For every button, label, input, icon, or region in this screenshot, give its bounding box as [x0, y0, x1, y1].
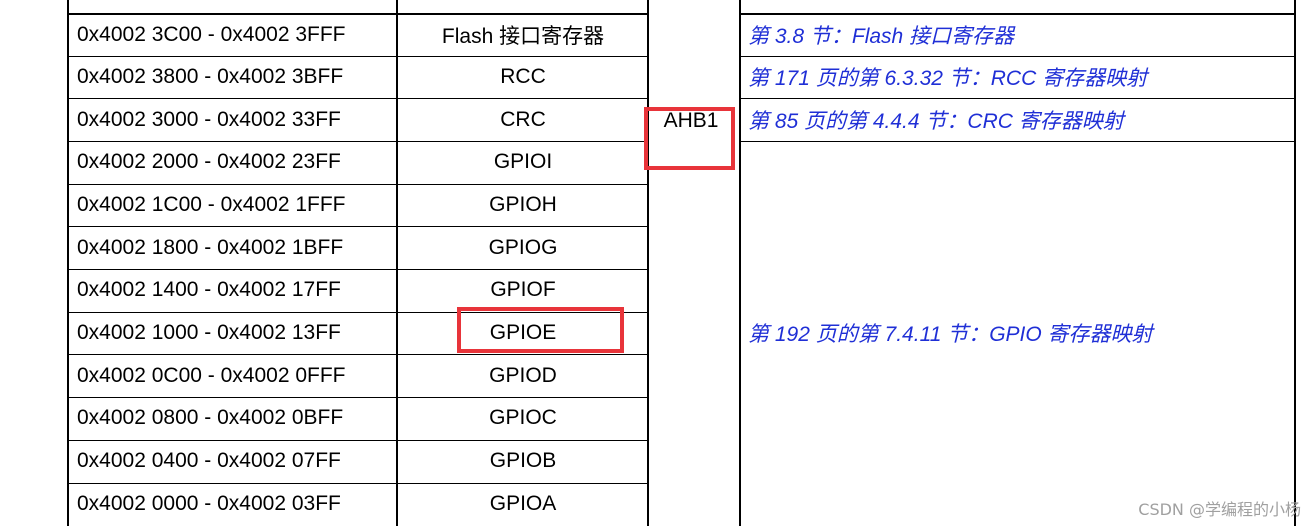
peripheral-name: GPIOD	[489, 364, 557, 387]
row-rule	[67, 483, 649, 484]
row-rule	[67, 141, 649, 142]
peripheral-name: CRC	[500, 108, 546, 131]
table-vline-bus	[739, 0, 741, 526]
table-vline-left	[67, 0, 69, 526]
row-rule	[67, 440, 649, 441]
peripheral-name: RCC	[500, 65, 546, 88]
watermark: CSDN @学编程的小杨	[1138, 500, 1301, 519]
table-vline-range	[396, 0, 398, 526]
row-rule	[67, 184, 649, 185]
peripheral-name: GPIOB	[489, 449, 557, 472]
ref-rule	[739, 98, 1296, 99]
address-range: 0x4002 1000 - 0x4002 13FF	[77, 321, 341, 344]
peripheral-name: GPIOF	[490, 278, 556, 301]
ref-rule	[739, 141, 1296, 142]
row-rule	[67, 397, 649, 398]
row-rule	[67, 354, 649, 355]
gpioe-highlight-box	[457, 307, 624, 353]
row-rule	[67, 269, 649, 270]
bus-highlight-box	[644, 107, 735, 170]
row-rule	[67, 13, 649, 15]
bus-label: AHB1	[663, 109, 719, 132]
table-vline-peripheral	[647, 0, 649, 526]
address-range: 0x4002 1800 - 0x4002 1BFF	[77, 236, 344, 259]
address-range: 0x4002 0C00 - 0x4002 0FFF	[77, 364, 346, 387]
address-range: 0x4002 0400 - 0x4002 07FF	[77, 449, 341, 472]
address-range: 0x4002 3000 - 0x4002 33FF	[77, 108, 341, 131]
table-vline-right	[1294, 0, 1296, 526]
reference-link-crc[interactable]: 第 85 页的第 4.4.4 节：CRC 寄存器映射	[748, 110, 1124, 133]
reference-link-rcc[interactable]: 第 171 页的第 6.3.32 节：RCC 寄存器映射	[748, 67, 1148, 90]
ref-rule	[739, 13, 1296, 15]
row-rule	[67, 56, 649, 57]
row-rule	[67, 98, 649, 99]
address-range: 0x4002 0800 - 0x4002 0BFF	[77, 406, 344, 429]
peripheral-name: GPIOA	[489, 492, 557, 515]
row-rule	[67, 226, 649, 227]
peripheral-name: GPIOI	[493, 150, 553, 173]
ref-rule	[739, 56, 1296, 57]
peripheral-name: GPIOG	[488, 236, 558, 259]
peripheral-name: GPIOC	[489, 406, 557, 429]
address-range: 0x4002 0000 - 0x4002 03FF	[77, 492, 341, 515]
peripheral-name: Flash 接口寄存器	[441, 25, 605, 48]
reference-link-flash[interactable]: 第 3.8 节：Flash 接口寄存器	[748, 25, 1015, 48]
address-range: 0x4002 3800 - 0x4002 3BFF	[77, 65, 344, 88]
address-range: 0x4002 2000 - 0x4002 23FF	[77, 150, 341, 173]
peripheral-name: GPIOE	[489, 321, 557, 344]
reference-link-gpio[interactable]: 第 192 页的第 7.4.11 节：GPIO 寄存器映射	[748, 323, 1153, 346]
row-rule	[67, 312, 649, 313]
address-range: 0x4002 1400 - 0x4002 17FF	[77, 278, 341, 301]
address-range: 0x4002 3C00 - 0x4002 3FFF	[77, 23, 346, 46]
peripheral-name: GPIOH	[489, 193, 557, 216]
address-range: 0x4002 1C00 - 0x4002 1FFF	[77, 193, 346, 216]
